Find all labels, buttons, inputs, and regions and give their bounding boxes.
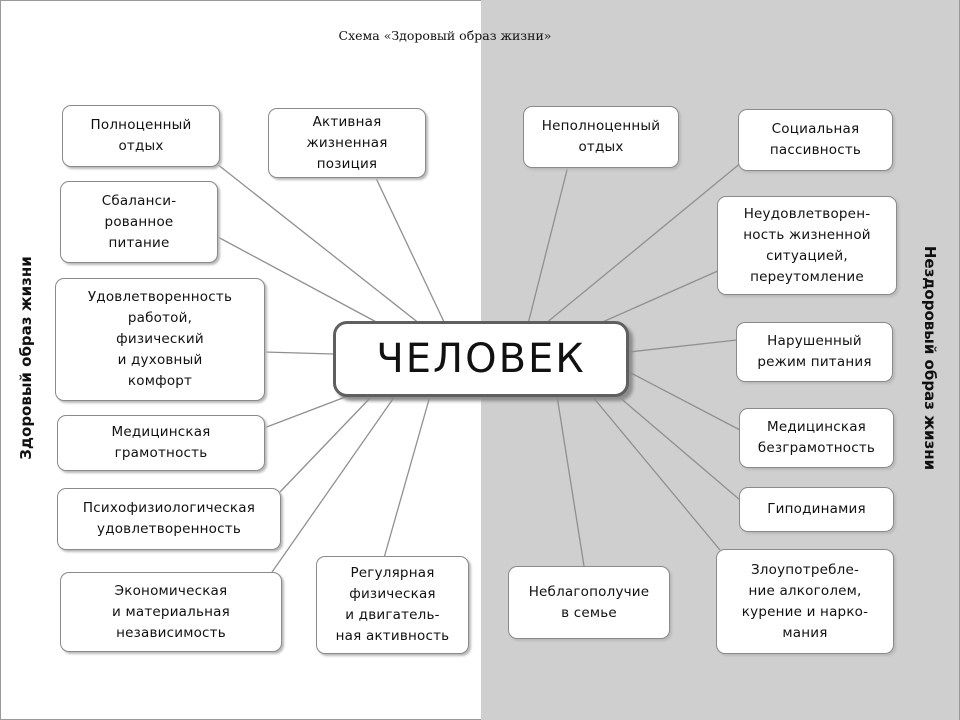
connector-economic [269,395,396,576]
node-substance-abuse: Злоупотребле- ние алкоголем, курение и н… [716,549,894,654]
node-balanced-nutrition: Сбаланси- рованное питание [60,181,218,263]
connector-social-passivity [544,161,743,325]
node-psycho-satisfaction: Психофизиологическая удовлетворенность [57,488,281,550]
node-medical-literacy: Медицинская грамотность [57,415,265,471]
node-full-rest: Полноценный отдых [62,105,220,167]
connector-balanced-nutrition [215,235,381,325]
connector-poor-rest [527,165,569,325]
connector-medical-literacy [263,395,349,429]
connector-physical-activity [383,395,431,559]
connector-satisfaction [263,351,334,355]
node-physical-activity: Регулярная физическая и двигатель- ная а… [316,556,469,654]
node-active-position: Активная жизненная позиция [268,108,426,178]
connector-family [556,395,585,567]
center-node: ЧЕЛОВЕК [333,321,629,397]
node-satisfaction: Удовлетворенность работой, физический и … [55,278,265,401]
unhealthy-lifestyle-label: Нездоровый образ жизни [921,245,939,471]
connector-dissatisfaction [597,269,721,325]
node-poor-rest: Неполноценный отдых [523,106,679,168]
node-medical-illiteracy: Медицинская безграмотность [739,408,894,468]
connector-medical-illiteracy [628,371,741,431]
connector-active-position [374,175,446,325]
node-social-passivity: Социальная пассивность [738,109,893,171]
connector-diet [628,339,738,353]
healthy-lifestyle-label: Здоровый образ жизни [17,256,35,460]
connector-hypodynamia [617,395,741,501]
connector-psycho [279,395,373,493]
node-diet-violation: Нарушенный режим питания [736,322,893,382]
connector-full-rest [211,159,421,325]
node-economic-independence: Экономическая и материальная независимос… [60,572,282,652]
node-hypodynamia: Гиподинамия [739,487,894,532]
connector-abuse [591,395,721,551]
node-family-trouble: Неблагополучие в семье [508,566,670,639]
node-dissatisfaction: Неудовлетворен- ность жизненной ситуацие… [717,196,897,295]
diagram-title: Схема «Здоровый образ жизни» [338,28,552,43]
